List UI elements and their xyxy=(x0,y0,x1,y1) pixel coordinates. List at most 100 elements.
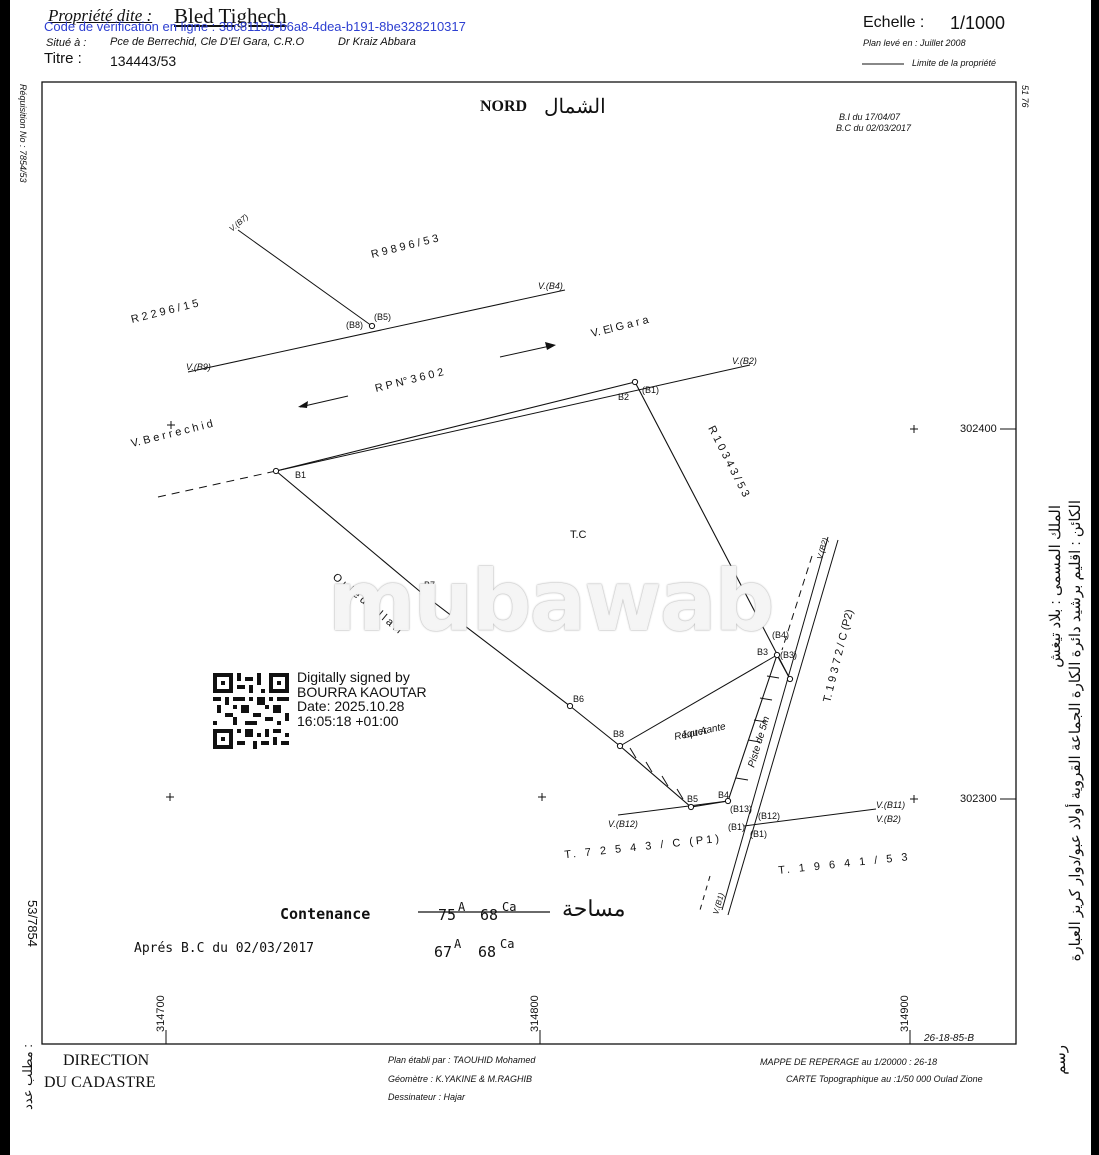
label-pb4: (B4) xyxy=(772,630,789,640)
label-t19372: T. 1 9 3 7 2 / C (P2) xyxy=(821,608,856,703)
label-pb8: (B8) xyxy=(346,320,363,330)
contenance-old-a-unit: A xyxy=(458,900,466,914)
coord-314700: 314700 xyxy=(155,995,167,1032)
signature-line-1: Digitally signed by xyxy=(297,669,410,685)
b3-b3-link xyxy=(776,654,791,680)
footer-carte: CARTE Topographique au :1/50 000 Oulad Z… xyxy=(786,1074,983,1084)
signature-line-2: BOURRA KAOUTAR xyxy=(297,683,427,700)
parcel-boundary xyxy=(275,381,791,808)
label-vb11: V.(B11) xyxy=(876,800,905,810)
limite-propriete: Limite de la propriété xyxy=(912,58,997,68)
label-vb2-east: V.(B2) xyxy=(876,814,901,824)
situe-extra: Dr Kraiz Abbara xyxy=(338,36,416,48)
footer-direction: DIRECTION xyxy=(63,1052,150,1069)
label-vb2: V.(B2) xyxy=(732,356,757,366)
signature-line-4: 16:05:18 +01:00 xyxy=(297,712,399,729)
coord-314900: 314900 xyxy=(899,995,911,1032)
digital-signature-block: Digitally signed by BOURRA KAOUTAR Date:… xyxy=(297,670,427,728)
contenance-old-ca-unit: Ca xyxy=(502,900,517,914)
piste-dashed-extension xyxy=(781,555,813,651)
label-b2: B2 xyxy=(618,392,629,402)
boundary-ticks xyxy=(629,675,780,800)
map-frame xyxy=(41,81,1017,1045)
piste-line-left xyxy=(721,536,829,911)
label-r9896: R 9 8 9 6 / 5 3 xyxy=(370,233,440,261)
footer-mappe: MAPPE DE REPERAGE au 1/20000 : 26-18 xyxy=(760,1057,938,1067)
bc-date: B.C du 02/03/2017 xyxy=(836,123,912,133)
footer-cadastre: DU CADASTRE xyxy=(44,1074,156,1091)
contenance-old-ca: 68 xyxy=(480,906,499,924)
piste-dashed-south xyxy=(699,875,711,911)
nord-arabic: الشمال xyxy=(544,96,606,118)
coord-314800: 314800 xyxy=(529,995,541,1032)
point-labels: B1 B2 (B1) B7 B6 B8 B5 B4 B3 (B4) (B3) (… xyxy=(186,281,905,839)
right-arabic-line-1: الملك المسمى : بلاد تيغش xyxy=(1047,505,1064,668)
contenance-new-a: 67 xyxy=(434,943,453,961)
label-vgara: V. El G a r a xyxy=(590,314,651,340)
piste-line-right xyxy=(727,539,839,916)
watermark-logo: mubawab xyxy=(328,552,775,650)
label-pb5: (B5) xyxy=(374,312,391,322)
arrow-right-head xyxy=(545,342,556,350)
boundary-r9896 xyxy=(237,229,373,327)
right-arabic-line-3: رسم xyxy=(1052,1045,1069,1075)
propriete-label: Propriété dite : xyxy=(48,6,153,25)
label-b4: B4 xyxy=(718,790,729,800)
label-vberrechid: V. B e r r e c h i d xyxy=(130,418,214,450)
contenance-new-ca: 68 xyxy=(478,943,497,961)
label-pb1-south: (B1) xyxy=(728,822,745,832)
coord-302300: 302300 xyxy=(960,793,997,805)
label-r2296: R 2 2 9 6 / 1 5 xyxy=(130,298,200,326)
cadastral-plan-sheet: R 9 8 9 6 / 5 3 R 2 2 9 6 / 1 5 V. El G … xyxy=(10,0,1091,1155)
label-piste: Piste de 5m xyxy=(746,715,772,769)
boundary-t19641 xyxy=(743,808,877,827)
arrow-left-head xyxy=(298,401,308,408)
coord-302400: 302400 xyxy=(960,423,997,435)
contenance-label: Contenance xyxy=(280,905,371,923)
situe-value: Pce de Berrechid, Cle D'El Gara, C.R.O xyxy=(110,36,305,48)
label-b5: B5 xyxy=(687,794,698,804)
label-pb12: (B12) xyxy=(758,811,780,821)
signature-qr-code xyxy=(213,673,289,749)
road-line-south xyxy=(275,364,751,472)
lot-a-boundary xyxy=(619,654,778,747)
right-arabic-line-2: الكائن : اقليم برشيد دائرة الكارة الجماع… xyxy=(1065,500,1084,961)
label-pb3: (B3) xyxy=(780,650,797,660)
label-vb2-piste: V.(B2) xyxy=(815,537,830,561)
grid-crosses xyxy=(166,421,918,803)
label-b7: B7 xyxy=(424,580,435,590)
boundary-t72543 xyxy=(617,800,729,816)
label-vb12: V.(B12) xyxy=(608,819,638,829)
verification-code-link[interactable]: Code de vérification en ligne : 38c8115b… xyxy=(44,19,466,34)
right-top-number: 51 76 xyxy=(1020,85,1030,108)
footer-dessinateur: Dessinateur : Hajar xyxy=(388,1092,466,1102)
footer-plan-etabli: Plan établi par : TAOUHID Mohamed xyxy=(388,1055,536,1065)
contenance-new-a-unit: A xyxy=(454,937,462,951)
label-vb9: V.(B9) xyxy=(186,362,211,372)
situe-label: Situé à : xyxy=(46,37,87,49)
arrow-right-line xyxy=(499,345,551,358)
road-line-west-dashed xyxy=(157,470,277,498)
footer-geometre: Géomètre : K.YAKINE & M.RAGHIB xyxy=(388,1074,533,1084)
label-rp: R P N° 3 6 0 2 xyxy=(374,366,445,395)
label-vb4: V.(B4) xyxy=(538,281,563,291)
plan-drawing: R 9 8 9 6 / 5 3 R 2 2 9 6 / 1 5 V. El G … xyxy=(18,63,1084,1110)
titre-value: 134443/53 xyxy=(110,53,177,69)
label-pb1: (B1) xyxy=(642,385,659,395)
label-pb1-south-2: (B1) xyxy=(750,829,767,839)
label-b3: B3 xyxy=(757,647,768,657)
bi-date: B.I du 17/04/07 xyxy=(839,112,901,122)
arrow-left-line xyxy=(299,395,349,408)
frame-coordinate-ticks xyxy=(165,428,1016,1044)
nord-label: NORD xyxy=(480,98,528,115)
vertex-markers xyxy=(272,322,794,811)
road-line-north xyxy=(187,289,566,373)
plan-leve: Plan levé en : Juillet 2008 xyxy=(863,38,966,48)
titre-label: Titre : xyxy=(44,50,82,67)
contenance-new-ca-unit: Ca xyxy=(500,937,515,951)
label-b6: B6 xyxy=(573,694,584,704)
label-tc: T.C xyxy=(570,529,587,541)
propriete-name: Bled Tighech xyxy=(174,4,287,28)
label-r10343: R 1 0 3 4 3 / 5 3 xyxy=(705,424,751,499)
